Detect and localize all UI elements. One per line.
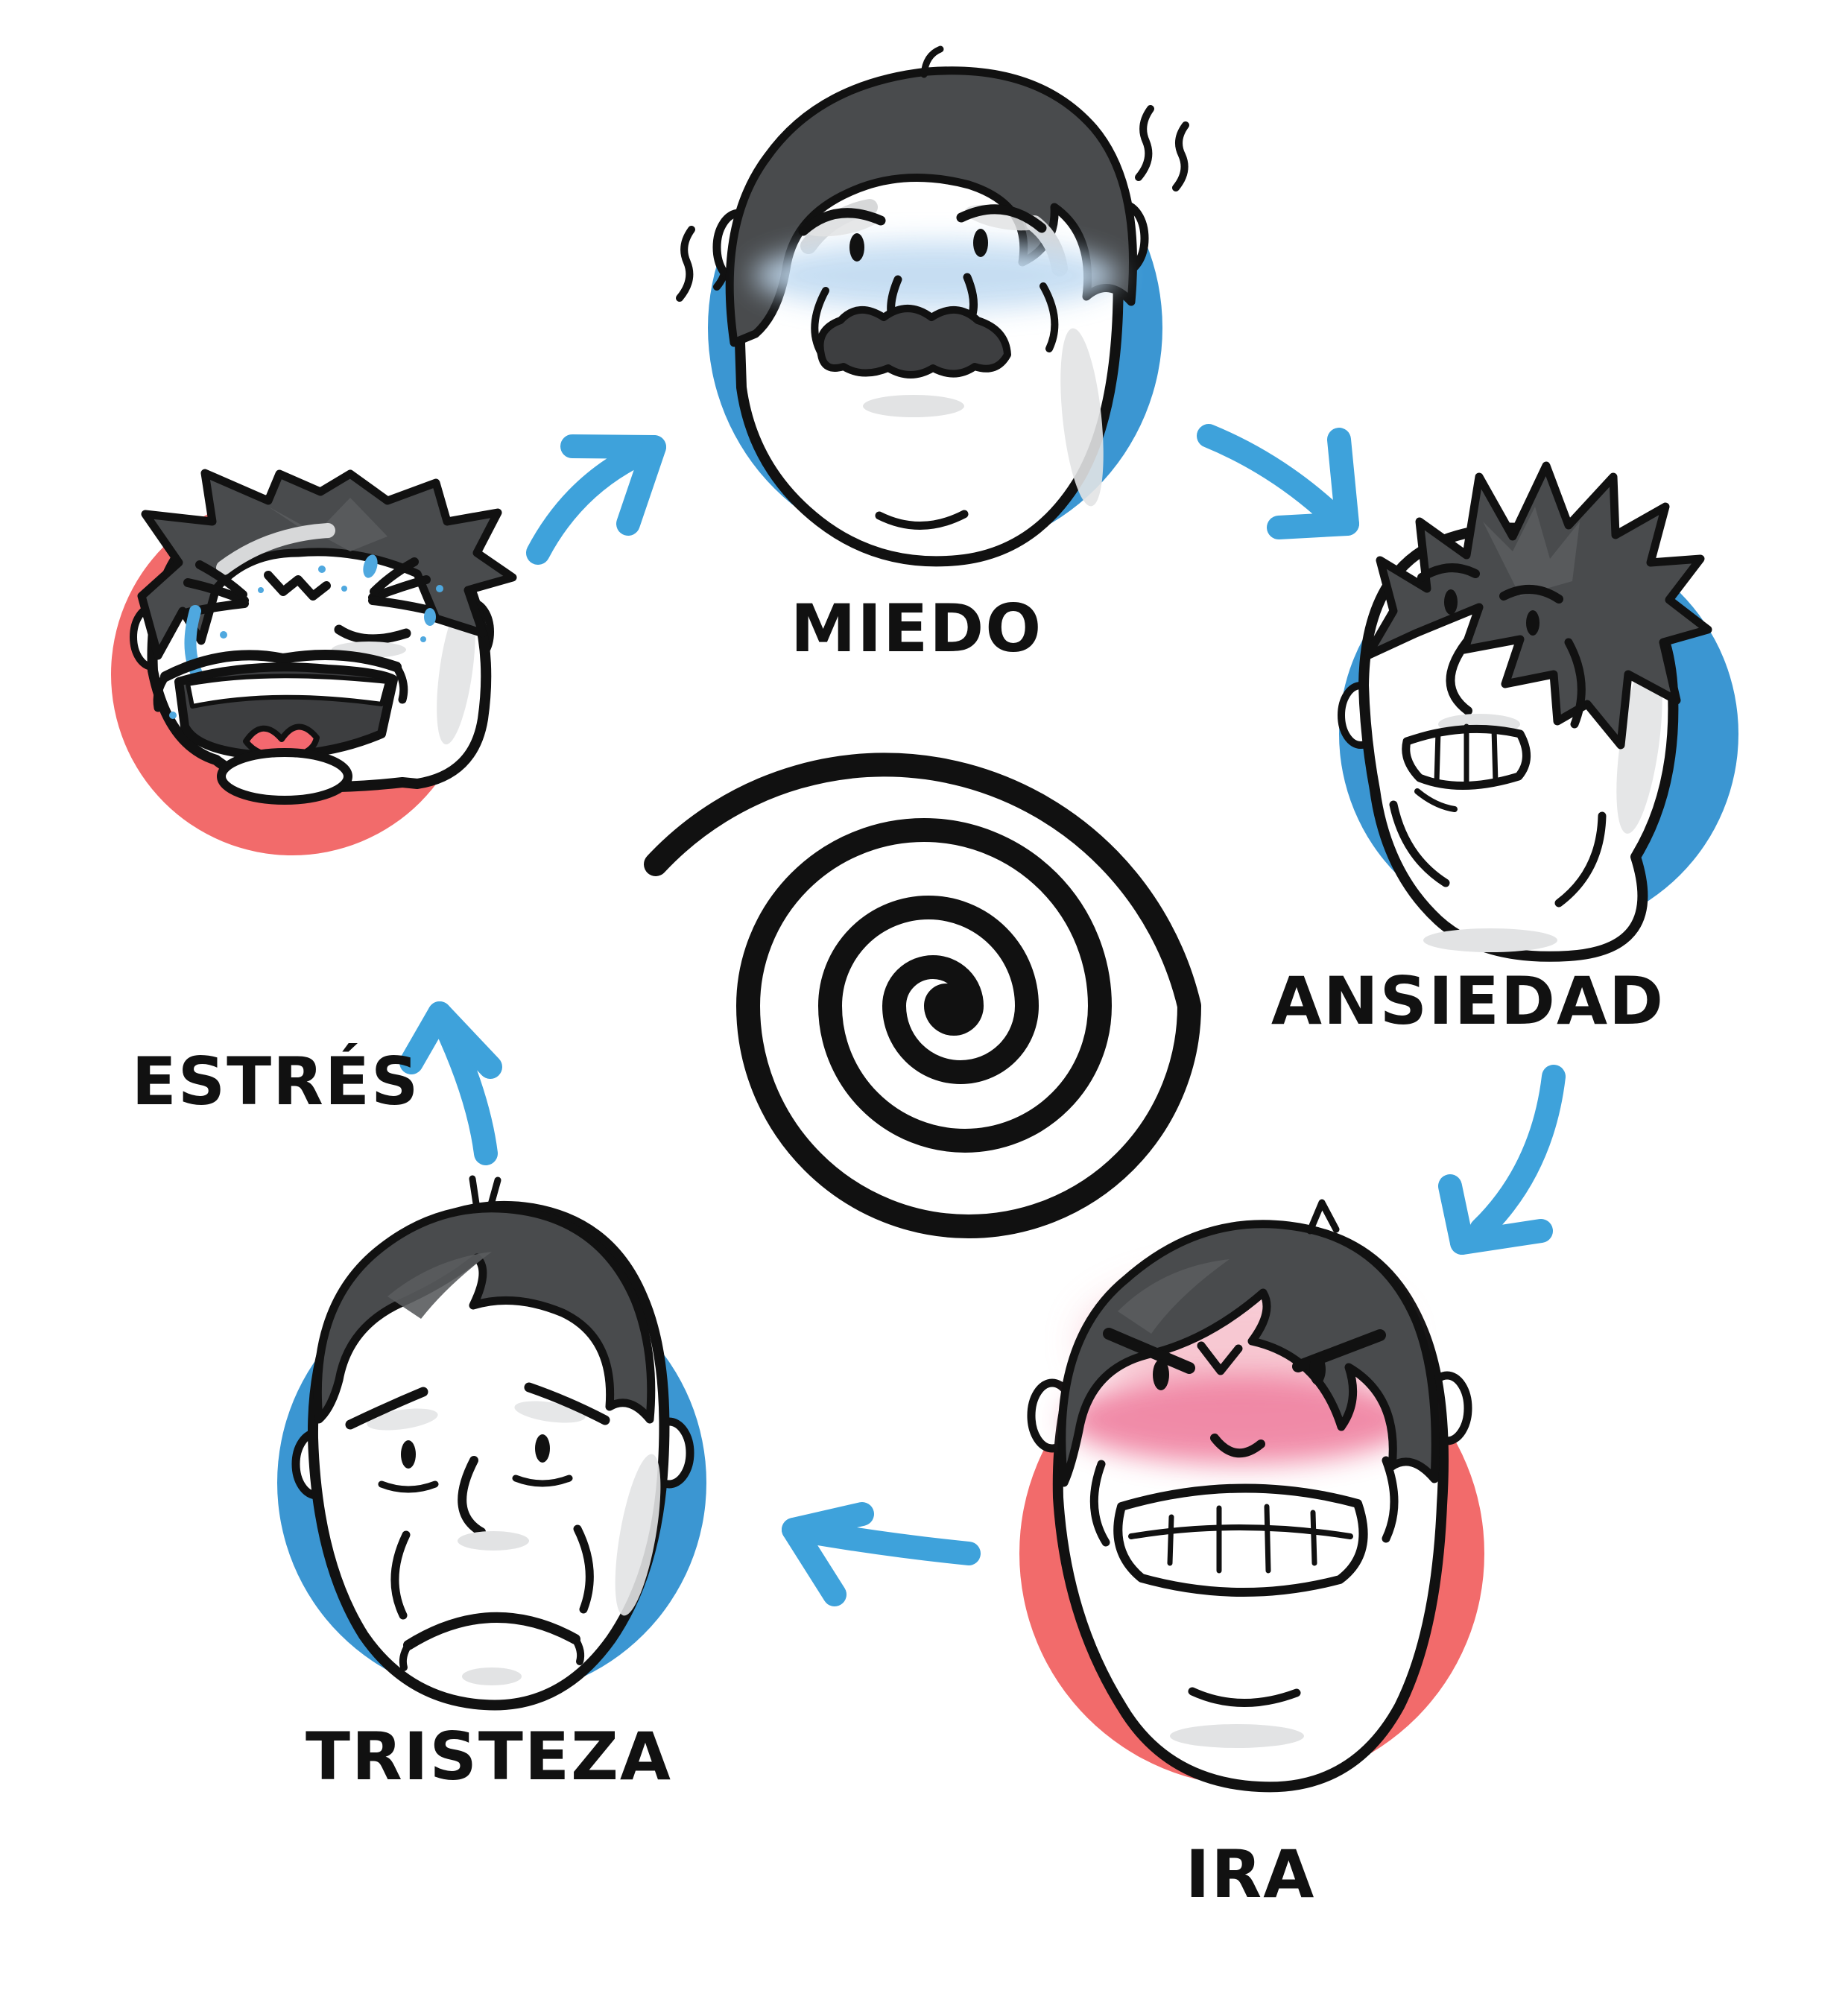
ira-mouth bbox=[1113, 1483, 1368, 1597]
estres-mouth bbox=[153, 650, 408, 760]
miedo-mouth bbox=[816, 305, 1011, 379]
tristeza-mouth bbox=[399, 1612, 585, 1685]
spiral-icon bbox=[644, 753, 1201, 1238]
ansiedad-nose bbox=[1446, 638, 1472, 715]
arrow-ansiedad-to-ira bbox=[1438, 1065, 1566, 1255]
ira-eyes bbox=[1153, 1354, 1326, 1390]
estres-nose bbox=[334, 624, 411, 644]
estres-hair bbox=[137, 469, 517, 660]
face-ansiedad bbox=[1338, 461, 1738, 962]
face-estres bbox=[111, 469, 517, 855]
arrow-miedo-to-ansiedad bbox=[1197, 424, 1359, 539]
face-ira bbox=[1019, 1199, 1484, 1793]
estres-eyebrows bbox=[264, 571, 331, 601]
miedo-eyes bbox=[849, 229, 988, 262]
estres-squeezed-eyes bbox=[183, 557, 431, 617]
arrow-estres-to-miedo bbox=[526, 434, 666, 565]
face-miedo bbox=[676, 45, 1189, 567]
ansiedad-eyebrows bbox=[1417, 563, 1563, 604]
ansiedad-mouth bbox=[1402, 723, 1531, 812]
miedo-eyebrows bbox=[798, 204, 1047, 236]
tristeza-eyebrows bbox=[345, 1382, 610, 1430]
label-estres: ESTRÉS bbox=[132, 1043, 420, 1120]
label-miedo: MIEDO bbox=[791, 590, 1042, 667]
ira-nose bbox=[1210, 1434, 1265, 1458]
tristeza-eyes bbox=[378, 1434, 573, 1493]
label-ira: IRA bbox=[1186, 1836, 1316, 1913]
miedo-cheek-tint bbox=[753, 241, 1118, 310]
ansiedad-eyes bbox=[1444, 589, 1540, 636]
face-tristeza bbox=[277, 1175, 706, 1711]
arrow-tristeza-to-estres bbox=[399, 1001, 502, 1165]
tristeza-nose bbox=[458, 1456, 486, 1536]
estres-chin bbox=[217, 748, 352, 805]
label-tristeza: TRISTEZA bbox=[306, 1718, 672, 1795]
arrow-ira-to-tristeza bbox=[782, 1502, 981, 1606]
label-ansiedad: ANSIEDAD bbox=[1271, 963, 1665, 1039]
ansiedad-hair bbox=[1363, 461, 1712, 750]
miedo-hair bbox=[725, 66, 1138, 347]
